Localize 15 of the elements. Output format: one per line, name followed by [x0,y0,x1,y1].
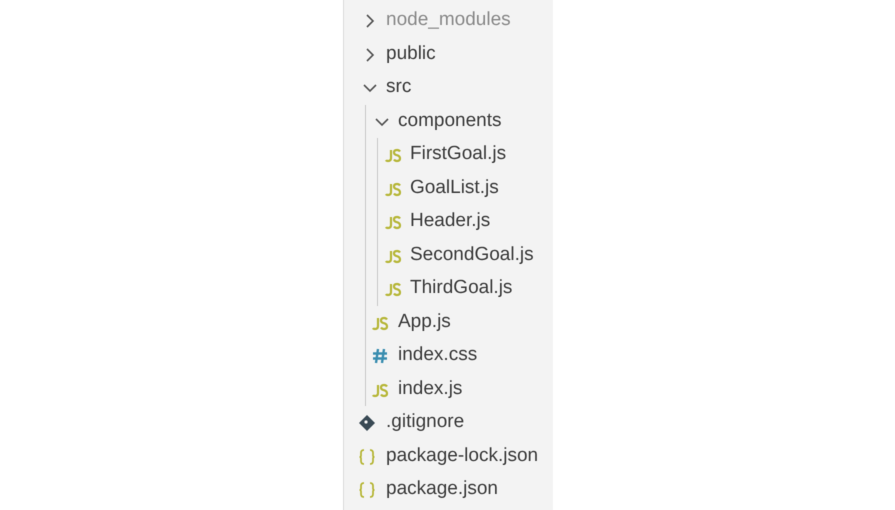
folder-name: src [386,75,412,99]
file-name: Header.js [410,209,490,233]
folder-name: public [386,42,436,66]
file-name: package.json [386,477,498,501]
file-name: index.js [398,376,462,400]
file-name: App.js [398,310,451,334]
file-name: .gitignore [386,410,464,434]
file-name: package-lock.json [386,444,538,468]
file-name: GoalList.js [410,176,499,200]
file-name: index.css [398,343,478,367]
file-name: FirstGoal.js [410,142,506,166]
file-name: SecondGoal.js [410,242,534,266]
file-name: ThirdGoal.js [410,276,512,300]
folder-name: node_modules [386,8,511,32]
folder-name: components [398,108,502,132]
